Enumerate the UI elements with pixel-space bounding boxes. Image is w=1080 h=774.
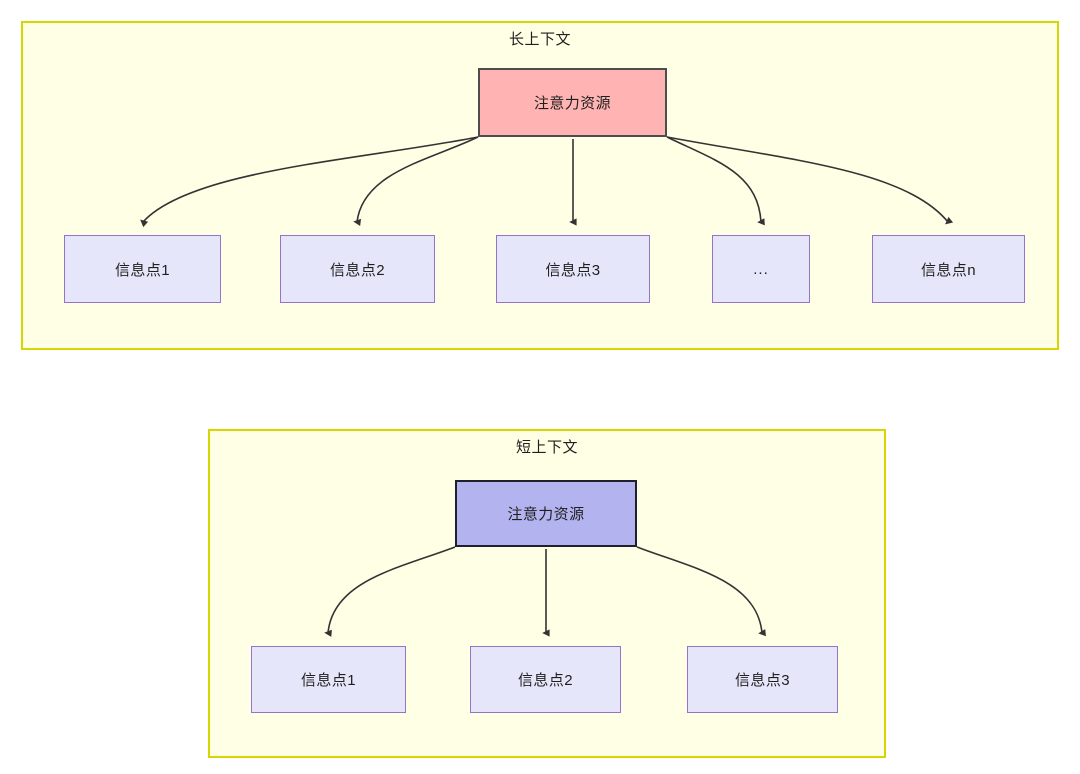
node-attention-resource-long[interactable]: 注意力资源 [478, 68, 667, 137]
edge-attention-to-info2 [353, 136, 479, 227]
edge-attention-to-infoN [666, 136, 954, 225]
edge-attention-to-info1 [140, 136, 479, 228]
node-attention-resource-long-label: 注意力资源 [533, 95, 611, 112]
node-info-point-ellipsis-long[interactable]: ... [712, 235, 810, 303]
node-info-point-1-short[interactable]: 信息点1 [251, 646, 406, 713]
edge-attention-to-info3-short [636, 546, 766, 637]
node-info-point-1-long-label: 信息点1 [115, 261, 170, 279]
node-attention-resource-short-label: 注意力资源 [507, 506, 585, 523]
node-info-point-2-short-label: 信息点2 [518, 672, 573, 689]
node-attention-resource-short[interactable]: 注意力资源 [455, 480, 637, 547]
node-info-point-n-long[interactable]: 信息点n [872, 235, 1025, 303]
node-info-point-3-short[interactable]: 信息点3 [687, 646, 838, 713]
node-info-point-2-long-label: 信息点2 [330, 261, 385, 279]
node-info-point-3-long-label: 信息点3 [545, 261, 601, 279]
edge-attention-to-info1-short [324, 546, 456, 637]
edge-attention-to-ellipsis [666, 136, 765, 226]
group-long-context-title: 长上下文 [508, 31, 571, 48]
node-info-point-1-short-label: 信息点1 [301, 672, 356, 689]
node-info-point-2-short[interactable]: 信息点2 [470, 646, 621, 713]
node-info-point-ellipsis-long-label: ... [753, 260, 769, 278]
node-info-point-n-long-label: 信息点n [921, 261, 976, 279]
group-short-context-title: 短上下文 [515, 439, 578, 456]
node-info-point-1-long[interactable]: 信息点1 [64, 235, 221, 303]
node-info-point-3-short-label: 信息点3 [735, 672, 790, 689]
node-info-point-3-long[interactable]: 信息点3 [496, 235, 650, 303]
node-info-point-2-long[interactable]: 信息点2 [280, 235, 435, 303]
